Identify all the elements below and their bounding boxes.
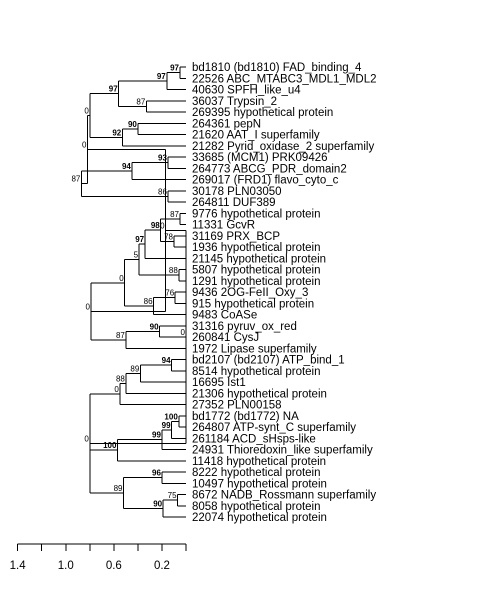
leaf-label: 31316 pyruv_ox_red (192, 321, 297, 333)
support-value: 0 (84, 435, 89, 444)
support-value: 98 (151, 221, 160, 230)
support-value: 92 (112, 128, 121, 137)
leaf-label: 5807 hypothetical protein (192, 265, 321, 277)
support-value: 100 (164, 412, 178, 421)
leaf-label: 36037 Trypsin_2 (192, 96, 277, 108)
leaf-label: 8514 hypothetical protein (192, 366, 321, 378)
leaf-label: 264361 pepN (192, 118, 261, 130)
support-value: 93 (158, 154, 167, 163)
support-value: 0 (114, 385, 119, 394)
leaf-label: 8672 NADB_Rossmann superfamily (192, 490, 376, 502)
support-value: 88 (116, 374, 125, 383)
support-value: 0 (181, 328, 186, 337)
support-value: 78 (164, 232, 173, 241)
leaf-label: 22074 hypothetical protein (192, 512, 327, 524)
support-value: 90 (128, 120, 137, 129)
leaf-label: 21282 Pyrid_oxidase_2 superfamily (192, 141, 374, 153)
leaf-label: 22526 ABC_MTABC3_MDL1_MDL2 (192, 73, 377, 85)
support-value: 87 (116, 331, 125, 340)
leaf-label: 21145 hypothetical protein (192, 253, 326, 265)
leaf-label: 24931 Thioredoxin_like superfamily (192, 445, 373, 457)
support-value: 90 (153, 500, 162, 509)
axis-tick-label: 1.4 (10, 560, 27, 572)
axis-tick-label: 1.0 (58, 560, 74, 572)
support-value: 0 (82, 141, 87, 150)
leaf-label: 264807 ATP-synt_C superfamily (192, 422, 356, 434)
support-value: 89 (130, 365, 139, 374)
support-value: 88 (169, 266, 178, 275)
leaf-label: 1972 Lipase superfamily (192, 343, 317, 355)
support-value: 99 (152, 431, 161, 440)
axis-tick-label: 0.6 (106, 560, 122, 572)
leaf-label: 31169 PRX_BCP (192, 231, 280, 243)
support-value: 0 (84, 107, 89, 116)
support-value: 96 (152, 469, 161, 478)
support-value: 0 (160, 221, 165, 230)
leaf-label: 10497 hypothetical protein (192, 478, 327, 490)
leaf-label: 33685 (MCM1) PRK09426 (192, 152, 328, 164)
support-value: 0 (119, 274, 124, 283)
leaf-label: 21306 hypothetical protein (192, 388, 327, 400)
leaf-label: bd2107 (bd2107) ATP_bind_1 (192, 355, 345, 367)
support-value: 99 (162, 421, 171, 430)
support-value: 87 (71, 175, 80, 184)
leaf-label: 21620 AAT_I superfamily (192, 130, 320, 142)
distance-axis: 1.4 1.0 0.6 0.2 (10, 543, 187, 572)
support-value: 94 (122, 162, 131, 171)
leaf-label: 1936 hypothetical protein (192, 242, 321, 254)
support-value: 94 (162, 356, 171, 365)
leaf-label: 9436 2OG-FeII_Oxy_3 (192, 287, 308, 299)
leaf-label: 9776 hypothetical protein (192, 208, 321, 220)
leaf-label: 915 hypothetical protein (192, 298, 314, 310)
leaf-label: 269017 (FRD1) flavo_cyto_c (192, 175, 339, 187)
leaf-label: 30178 PLN03050 (192, 186, 282, 198)
leaf-label: 11418 hypothetical protein (192, 456, 326, 468)
leaf-label: bd1772 (bd1772) NA (192, 411, 299, 423)
tree-branches (80, 66, 187, 518)
leaf-label: 40630 SPFH_like_u4 (192, 85, 301, 97)
axis-tick-label: 0.2 (154, 560, 170, 572)
leaf-label: 260841 CysJ (192, 332, 259, 344)
support-value: 76 (165, 289, 174, 298)
support-value: 89 (114, 484, 123, 493)
leaf-label: 261184 ACD_sHsps-like (192, 433, 316, 445)
leaf-label: 264773 ABCG_PDR_domain2 (192, 163, 347, 175)
support-value: 5 (134, 251, 139, 260)
support-value: 97 (109, 85, 118, 94)
support-values: 97 97 87 97 90 92 0 93 94 86 87 0 87 78 98 97 88 5 76 86 0 90… (71, 64, 185, 509)
support-value: 86 (158, 187, 167, 196)
support-value: 75 (168, 491, 177, 500)
support-value: 97 (157, 72, 166, 81)
leaf-label: 16695 Ist1 (192, 377, 246, 389)
support-value: 97 (170, 64, 179, 73)
support-value: 87 (136, 97, 145, 106)
support-value: 97 (135, 235, 144, 244)
leaf-label: 11331 GcvR (192, 220, 255, 232)
leaf-label: 27352 PLN00158 (192, 400, 282, 412)
leaf-label: 1291 hypothetical protein (192, 276, 321, 288)
leaf-label: 9483 CoASe (192, 310, 257, 322)
support-value: 86 (144, 297, 153, 306)
leaf-label: 269395 hypothetical protein (192, 107, 333, 119)
leaf-label: 264811 DUF389 (192, 197, 276, 209)
leaf-label: 8222 hypothetical protein (192, 467, 321, 479)
support-value: 90 (150, 322, 159, 331)
leaf-label: bd1810 (bd1810) FAD_binding_4 (192, 62, 362, 74)
support-value: 0 (86, 302, 91, 311)
support-value: 100 (103, 441, 117, 450)
leaf-label: 8058 hypothetical protein (192, 501, 321, 513)
support-value: 87 (170, 210, 179, 219)
